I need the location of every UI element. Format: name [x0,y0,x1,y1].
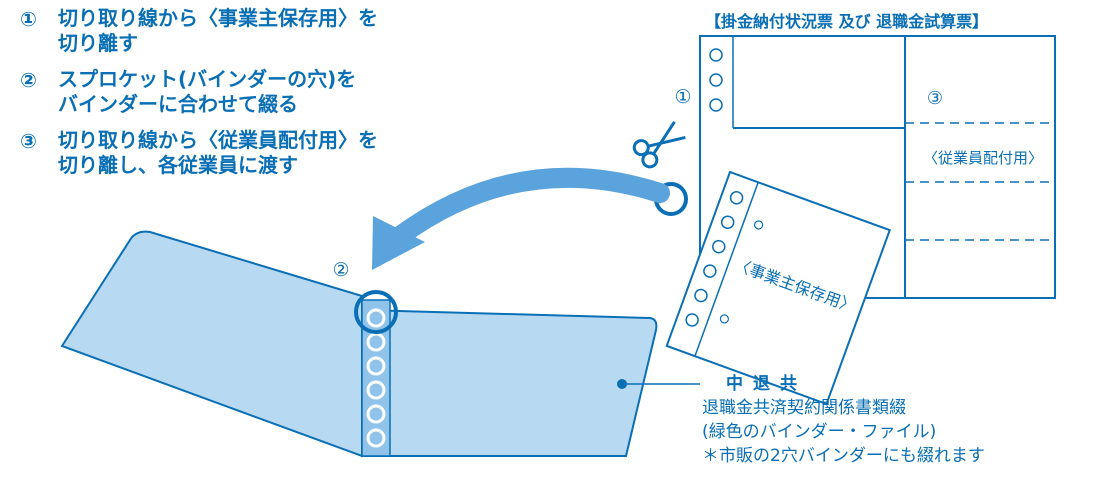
sprocket-hole [703,264,717,278]
step-1: ① 切り取り線から〈事業主保存用〉を 切り離す [20,6,440,56]
curved-arrow-shaft [390,167,670,246]
step-2-number: ② [20,68,37,92]
binder-caption-line-2: 退職金共済契約関係書類綴 [702,398,906,418]
step-2-line-1: スプロケット(バインダーの穴)を [58,67,357,91]
employer-sprocket-divider [694,182,759,357]
binder-left-cover [60,230,363,458]
sprocket-hole [709,48,723,62]
binder-hole-mark [719,314,730,324]
employer-sheet-outline [665,170,892,406]
step-2-text: スプロケット(バインダーの穴)を バインダーに合わせて綴る [58,67,356,117]
sprocket-hole [694,288,708,303]
binder-caption-title: 中退共 [726,374,807,394]
binder-caption-line-4: ＊市販の2穴バインダーにも綴れます [702,446,985,466]
step-1-text: 切り取り線から〈事業主保存用〉を 切り離す [58,6,378,56]
binder-caption: 中退共 退職金共済契約関係書類綴 (緑色のバインダー・ファイル) ＊市販の2穴バ… [702,372,985,468]
step-1-line-2: 切り離す [58,31,138,55]
binder-hole-mark [754,220,764,230]
sprocket-hole [712,239,726,254]
step-3: ③ 切り取り線から〈従業員配付用〉を 切り離し、各従業員に渡す [20,128,440,178]
binder-spine [361,299,391,457]
sprocket-hole [685,313,699,327]
step-3-line-2: 切り離し、各従業員に渡す [58,153,298,177]
document-title: 【掛金納付状況票 及び 退職金試算票】 [705,12,989,31]
employer-sheet: 〈事業主保存用〉 [665,170,892,406]
step-2-line-2: バインダーに合わせて綴る [58,92,298,116]
steps-list: ① 切り取り線から〈事業主保存用〉を 切り離す ② スプロケット(バインダーの穴… [20,6,440,189]
employee-section-label: 〈従業員配付用〉 [923,149,1043,167]
step-3-text: 切り取り線から〈従業員配付用〉を 切り離し、各従業員に渡す [58,128,378,178]
step-2: ② スプロケット(バインダーの穴)を バインダーに合わせて綴る [20,67,440,117]
binder-rings [366,308,386,448]
step-3-line-1: 切り取り線から〈従業員配付用〉を [58,128,378,152]
sprocket-hole [720,215,735,229]
binder-ring-highlight [354,290,398,334]
binder-caption-line-3: (緑色のバインダー・ファイル) [702,422,937,442]
marker-two: ② [332,259,349,281]
binder-right-cover [361,308,658,457]
step-1-number: ① [20,7,37,31]
binder [60,230,700,458]
step-3-number: ③ [20,129,37,153]
step-1-line-1: 切り取り線から〈事業主保存用〉を [58,6,378,30]
sprocket-hole [729,191,744,205]
sprocket-hole [709,98,723,112]
sprocket-hole [709,73,723,87]
scissors-icon [632,121,686,169]
marker-one: ① [674,86,691,108]
curved-arrow-head [372,216,425,270]
marker-three: ③ [927,88,943,109]
